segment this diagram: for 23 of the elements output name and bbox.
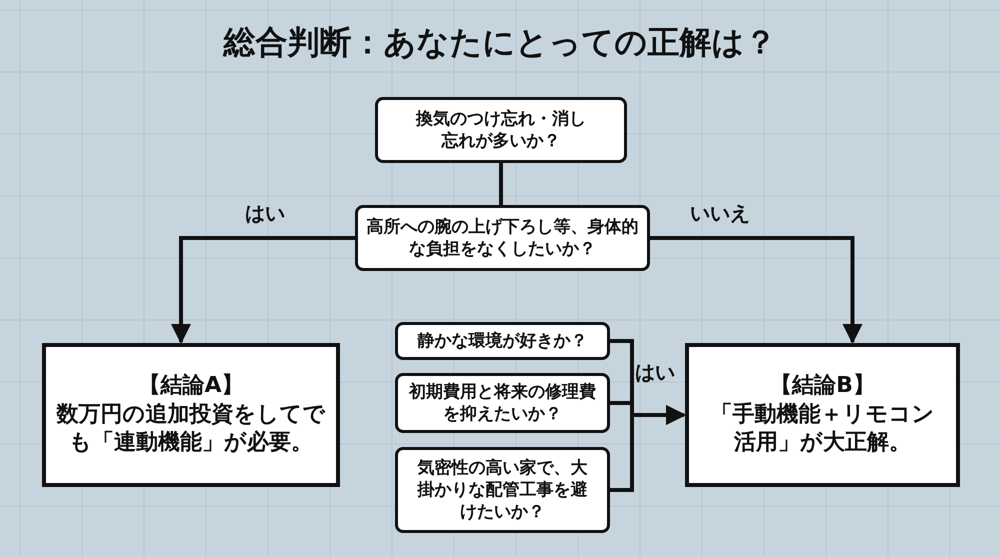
question-box xyxy=(395,373,610,433)
question-box xyxy=(375,97,627,163)
title: 総合判断：あなたにとっての正解は？ xyxy=(222,22,778,63)
question-text: 「手動機能＋リモコン活用」が大正解。 xyxy=(710,400,936,458)
question-box xyxy=(395,322,610,360)
conclusion-box xyxy=(685,343,960,487)
question-text: 数万円の追加投資をしてでも「連動機能」が必要。 xyxy=(55,400,326,458)
question-text: 静かな環境が好きか？ xyxy=(418,330,588,352)
edge-label: はい xyxy=(245,201,285,226)
conclusion-heading: 【結論B】 xyxy=(770,372,875,400)
question-box xyxy=(355,205,650,271)
question-text: 初期費用と将来の修理費を抑えたいか？ xyxy=(408,380,597,426)
edge-label: いいえ xyxy=(690,201,750,226)
connector-arrow xyxy=(610,405,686,492)
edge-label: はい xyxy=(635,360,675,385)
connector-arrow xyxy=(171,236,355,344)
question-text: 気密性の高い家で、大掛かりな配管工事を避けたいか？ xyxy=(416,456,588,524)
connector-arrow xyxy=(650,236,862,344)
conclusion-heading: 【結論A】 xyxy=(138,372,244,400)
question-box xyxy=(395,447,610,533)
conclusion-box xyxy=(42,343,340,487)
question-text: 高所への腕の上げ下ろし等、身体的な負担をなくしたいか？ xyxy=(366,216,639,260)
question-text: 換気のつけ忘れ・消し忘れが多いか？ xyxy=(414,108,587,152)
